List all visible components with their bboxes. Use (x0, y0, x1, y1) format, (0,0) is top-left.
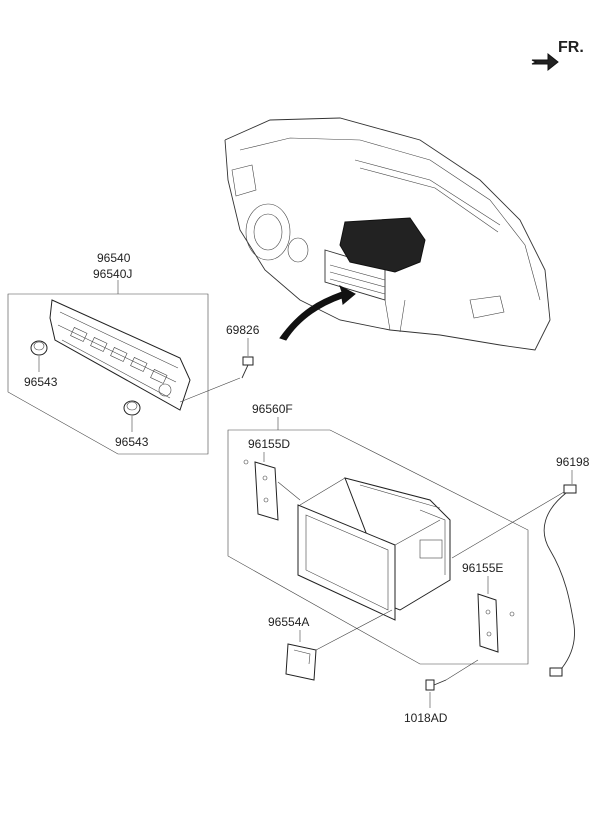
part-label-69826: 69826 (226, 323, 260, 337)
bracket-right (477, 593, 499, 653)
head-unit-display (297, 477, 451, 621)
part-label-96198: 96198 (556, 455, 590, 469)
part-label-96155e: 96155E (462, 561, 503, 575)
part-label-96540: 96540 (97, 251, 131, 265)
front-direction-label: FR. (558, 39, 584, 56)
bracket-left (254, 461, 279, 521)
part-label-96540j: 96540J (93, 267, 132, 281)
climate-control-panel (49, 299, 191, 411)
assembly-outline-96560f (227, 429, 529, 665)
antenna-cable (543, 484, 577, 677)
screw-1018ad (425, 679, 447, 691)
part-label-1018ad: 1018AD (404, 711, 448, 725)
part-label-96155d: 96155D (248, 437, 290, 451)
sd-card (285, 643, 317, 681)
part-label-96543-bottom: 96543 (115, 435, 149, 449)
part-label-96543-top: 96543 (24, 375, 58, 389)
screw-69826 (241, 356, 254, 379)
front-direction-arrow-icon (531, 52, 559, 72)
part-label-96554a: 96554A (268, 615, 309, 629)
knob-bottom (123, 400, 141, 416)
part-label-96560f: 96560F (252, 402, 293, 416)
knob-top (30, 340, 48, 356)
assembly-outline-96540 (7, 293, 209, 455)
dashboard-illustration (224, 117, 551, 351)
